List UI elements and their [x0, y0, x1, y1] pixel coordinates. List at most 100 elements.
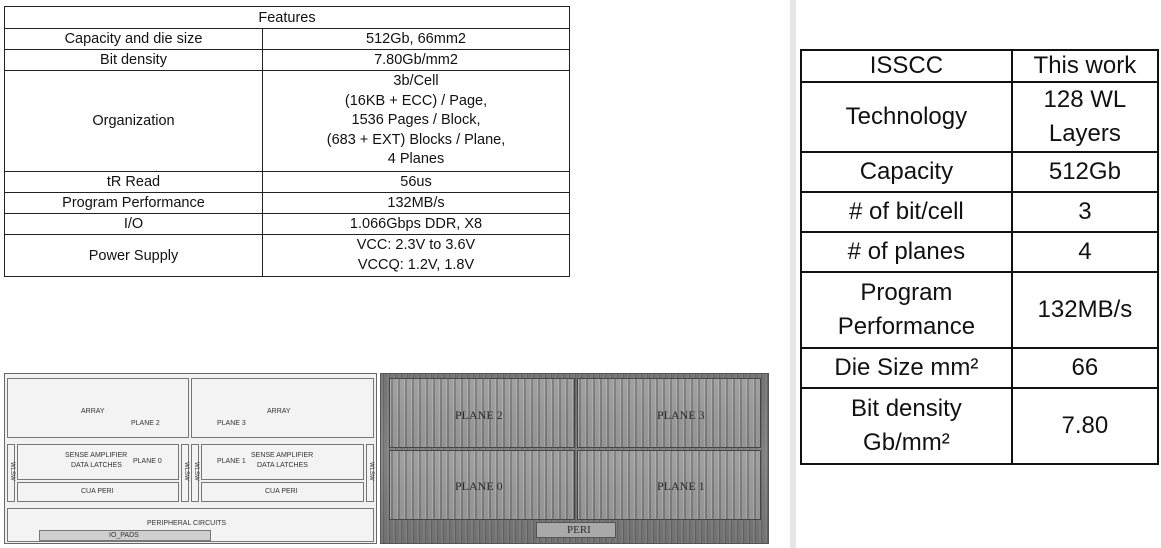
features-row-label: I/O [4, 212, 263, 235]
compare-row-value: 4 [1010, 231, 1160, 273]
compare-row-value: 66 [1010, 347, 1160, 389]
features-row-label: Bit density [4, 49, 263, 71]
die-plane-3 [577, 378, 761, 448]
features-row-label: tR Read [4, 170, 263, 193]
cua-peri-block-left [17, 482, 179, 502]
compare-row: Technology 128 WL Layers [800, 81, 1160, 153]
compare-label-line: # of bit/cell [849, 198, 964, 225]
plane2-label: PLANE 2 [131, 420, 160, 427]
io-pads-block [39, 530, 211, 541]
peripheral-circuits-label: PERIPHERAL CIRCUITS [147, 520, 227, 527]
plane0-label: PLANE 0 [133, 458, 162, 465]
compare-label-line: Bit density [851, 395, 962, 422]
compare-label-line: Technology [845, 103, 968, 130]
die-plane-2 [389, 378, 575, 448]
compare-value-line: 66 [1071, 354, 1099, 381]
sense-amp-block-right [201, 444, 364, 480]
features-value-line: VCC: 2.3V to 3.6V [356, 236, 476, 253]
wlsw-strip-mid-left [181, 444, 189, 502]
compare-row-label: Die Size mm² [800, 347, 1013, 389]
compare-row-value: 7.80 [1010, 387, 1160, 465]
compare-label-line: Performance [837, 313, 976, 340]
die-label-peri: PERI [567, 524, 591, 536]
wlsw-label: WLSW [193, 462, 199, 481]
wlsw-strip-right [366, 444, 374, 502]
features-header: Features [4, 6, 570, 29]
compare-value-line: 128 WL [1043, 86, 1127, 113]
wlsw-label: WLSW [183, 462, 189, 481]
die-label-plane3: PLANE 3 [657, 408, 705, 422]
features-value-line: (16KB + ECC) / Page, [344, 92, 488, 109]
cua-peri-label-right: CUA PERI [265, 488, 298, 495]
features-value-line: 1.066Gbps DDR, X8 [349, 215, 483, 232]
wlsw-strip-left [7, 444, 15, 502]
features-value-line: 512Gb, 66mm2 [366, 31, 466, 47]
compare-row-value: 128 WL Layers [1010, 81, 1160, 153]
wlsw-label: WLSW [368, 462, 374, 481]
wlsw-strip-mid-right [191, 444, 199, 502]
array-block-left [7, 378, 189, 438]
features-row-label: Capacity and die size [4, 28, 263, 50]
cua-peri-block-right [201, 482, 364, 502]
features-row-value: 132MB/s [262, 191, 570, 214]
compare-label-line: Capacity [859, 158, 954, 185]
features-value-line: 4 Planes [387, 151, 445, 168]
compare-row: Die Size mm² 66 [800, 347, 1160, 389]
features-row: Power Supply VCC: 2.3V to 3.6V VCCQ: 1.2V,… [4, 233, 570, 278]
sense-amp-label-left: SENSE AMPLIFIER [65, 452, 128, 459]
sense-amp-block-left [17, 444, 179, 480]
compare-row-value: 3 [1010, 191, 1160, 233]
features-row: Capacity and die size 512Gb, 66mm2 [4, 28, 570, 50]
features-value-line: 132MB/s [387, 194, 445, 211]
die-photo: PLANE 2 PLANE 3 PLANE 0 PLANE 1 PERI [380, 373, 769, 544]
compare-value-line: 7.80 [1061, 412, 1109, 439]
die-label-plane1: PLANE 1 [657, 479, 705, 493]
compare-row-label: # of planes [800, 231, 1013, 273]
compare-row-value: 132MB/s [1010, 271, 1160, 349]
features-value-line: VCCQ: 1.2V, 1.8V [357, 256, 475, 273]
features-row: I/O 1.066Gbps DDR, X8 [4, 212, 570, 235]
compare-value-line: 132MB/s [1037, 296, 1133, 323]
compare-label-line: Gb/mm² [863, 429, 950, 456]
compare-row: # of bit/cell 3 [800, 191, 1160, 233]
cua-peri-label-left: CUA PERI [81, 488, 114, 495]
array-label-left: ARRAY [81, 408, 105, 415]
plane3-label: PLANE 3 [217, 420, 246, 427]
compare-row-label: # of bit/cell [800, 191, 1013, 233]
features-row: Program Performance 132MB/s [4, 191, 570, 214]
features-row-value: 56us [262, 170, 570, 193]
features-row-value: 3b/Cell(16KB + ECC) / Page,1536 Pages / … [262, 70, 570, 172]
sense-amp-label-right: SENSE AMPLIFIER [251, 452, 314, 459]
compare-value-line: 512Gb [1048, 158, 1121, 185]
features-row-value: 512Gb, 66mm2 [262, 28, 570, 50]
compare-value-line: Layers [1048, 120, 1121, 147]
compare-value-line: 3 [1078, 198, 1092, 225]
compare-header-issc: ISSCC [800, 49, 1013, 83]
compare-row: Capacity 512Gb [800, 151, 1160, 193]
features-value-line: 56us [400, 173, 432, 190]
compare-header-this-work: This work [1010, 49, 1160, 83]
features-value-line: (683 + EXT) Blocks / Plane, [326, 131, 506, 148]
features-row-value: 1.066Gbps DDR, X8 [262, 212, 570, 235]
array-label-right: ARRAY [267, 408, 291, 415]
features-row-label: Program Performance [4, 191, 263, 214]
features-row: tR Read 56us [4, 170, 570, 193]
die-plane-1 [577, 450, 761, 520]
features-value-line: 1536 Pages / Block, [351, 112, 481, 129]
plane1-label: PLANE 1 [217, 458, 246, 465]
features-row-label: Power Supply [4, 233, 263, 278]
wlsw-label: WLSW [9, 462, 15, 481]
compare-row-label: Technology [800, 81, 1013, 153]
separator-strip [790, 0, 796, 548]
die-plane-0 [389, 450, 575, 520]
compare-label-line: Program [860, 279, 953, 306]
